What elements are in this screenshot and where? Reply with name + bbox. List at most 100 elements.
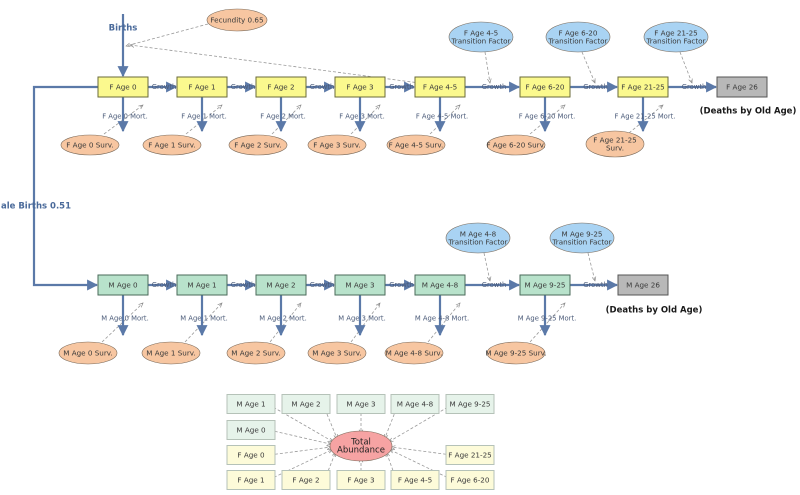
ghost-female-bottom-2-label-line: F Age 3: [347, 476, 374, 485]
female-tf-2-label-line: Transition Factor: [645, 37, 705, 46]
ghost-male-top-2-label: M Age 3: [346, 400, 375, 409]
female-tf-0-label-line: Transition Factor: [450, 37, 510, 46]
male-final-stock-box: [617, 274, 669, 296]
female-surv-1-shape: [142, 134, 202, 156]
male-tf-1-label-line: Transition Factor: [551, 238, 611, 247]
male-growth-label-4: Growth: [482, 281, 507, 289]
female-surv-2: F Age 2 Surv.: [228, 134, 288, 156]
male-tf-1-shape: [549, 222, 615, 254]
female-surv-0-shape: [60, 134, 120, 156]
male-stock-0-box: [97, 274, 149, 296]
female-tf-link-0: [484, 51, 490, 83]
female-growth-label-2: Growth: [310, 83, 335, 91]
male-growth-label-0: Growth: [152, 281, 177, 289]
male-mort-label-5-line: M Age 9-25 Mort.: [518, 315, 577, 323]
male-growth-label-2-line: Growth: [310, 281, 335, 289]
male-surv-0-shape: [58, 341, 118, 365]
ghost-male-top-1: M Age 2: [281, 394, 331, 414]
female-growth-label-3: Growth: [389, 83, 414, 91]
ghost-female-left-label: F Age 0: [237, 451, 265, 460]
female-surv-2-label-line: F Age 2 Surv.: [234, 141, 282, 150]
female-fertile-link: [130, 45, 451, 88]
male-births-label-line: ale Births 0.51: [1, 202, 71, 212]
male-surv-0: M Age 0 Surv.: [58, 341, 118, 365]
male-surv-2-shape: [226, 341, 286, 365]
male-mort-label-3-line: M Age 3 Mort.: [338, 315, 385, 323]
female-growth-label-6: Growth: [682, 83, 707, 91]
ghost-female-left-box: [226, 445, 276, 465]
female-stock-1-box: [176, 76, 228, 98]
male-surv-link-1: [184, 303, 222, 343]
fecundity-link: [126, 23, 209, 46]
ghost-female-bottom-0: F Age 1: [226, 470, 276, 490]
male-surv-4-shape: [384, 341, 444, 365]
male-growth-label-3: Growth: [389, 281, 414, 289]
male-surv-5-label: M Age 9-25 Surv.: [485, 349, 546, 358]
female-surv-0-label: F Age 0 Surv.: [66, 141, 114, 150]
ghost-male-top-3-label: M Age 4-8: [397, 400, 434, 409]
female-surv-link-5: [529, 105, 565, 135]
ghost-male-top-3-label-line: M Age 4-8: [397, 400, 434, 409]
male-growth-label-0-line: Growth: [152, 281, 177, 289]
births-label: Births: [109, 24, 138, 34]
female-mort-label-5: F Age 6-20 Mort.: [519, 113, 576, 121]
female-stock-1-label: F Age 1: [188, 83, 215, 92]
female-stock-0-box: [97, 76, 149, 98]
ghost-female-right-link: [391, 447, 447, 455]
female-tf-2-label-line: F Age 21-25: [654, 29, 698, 38]
ghost-female-left-label-line: F Age 0: [237, 451, 265, 460]
female-tf-1-shape: [545, 21, 611, 53]
ghost-male-top-1-link: [324, 409, 337, 438]
ghost-female-bottom-1-label-line: F Age 2: [292, 476, 319, 485]
female-surv-5-label-line: F Age 6-20 Surv.: [486, 141, 545, 150]
male-stock-1-label-line: M Age 1: [187, 281, 216, 290]
ghost-female-bottom-2-box: [336, 470, 386, 490]
male-stock-2-label: M Age 2: [266, 281, 295, 290]
male-tf-0-label-line: Transition Factor: [447, 238, 507, 247]
male-mort-label-4-line: M Age 4-8 Mort.: [415, 315, 469, 323]
female-stock-4-label: F Age 4-5: [423, 83, 457, 92]
female-surv-3: F Age 3 Surv.: [307, 134, 367, 156]
male-surv-0-label: M Age 0 Surv.: [63, 349, 113, 358]
male-stock-1-box: [176, 274, 228, 296]
male-surv-link-0: [101, 303, 143, 343]
female-deaths-old-age: (Deaths by Old Age): [700, 107, 797, 117]
male-surv-5-label-line: M Age 9-25 Surv.: [485, 349, 546, 358]
female-stock-2-label: F Age 2: [267, 83, 294, 92]
ghost-female-bottom-1-label: F Age 2: [292, 476, 319, 485]
male-tf-0-shape: [445, 222, 511, 254]
male-stock-4-label-line: M Age 4-8: [422, 281, 459, 290]
ghost-female-bottom-4-box: [445, 470, 495, 490]
male-surv-4-label-line: M Age 4-8 Surv.: [386, 349, 443, 358]
ghost-female-bottom-1-box: [281, 470, 331, 490]
male-tf-link-0: [483, 252, 490, 281]
fecundity-aux-shape: [206, 8, 268, 32]
female-surv-6-shape: [585, 130, 645, 158]
link-layer: [101, 23, 692, 478]
ghost-female-bottom-2-label: F Age 3: [347, 476, 374, 485]
ghost-female-bottom-3-box: [390, 470, 440, 490]
ghost-female-bottom-0-label-line: F Age 1: [237, 476, 264, 485]
male-stock-5: M Age 9-25: [519, 274, 571, 296]
total-abundance-label-line: Total: [350, 438, 371, 448]
female-mort-label-5-line: F Age 6-20 Mort.: [519, 113, 576, 121]
ghost-female-right-label-line: F Age 21-25: [448, 451, 492, 460]
female-surv-3-label-line: F Age 3 Surv.: [313, 141, 361, 150]
female-stock-0-label-line: F Age 0: [109, 83, 137, 92]
female-surv-0-label-line: F Age 0 Surv.: [66, 141, 114, 150]
female-stock-3-label: F Age 3: [346, 83, 373, 92]
female-tf-link-1: [581, 51, 595, 83]
female-stock-3-label-line: F Age 3: [346, 83, 373, 92]
female-growth-label-4: Growth: [482, 83, 507, 91]
female-stock-5: F Age 6-20: [519, 76, 571, 98]
male-growth-label-1-line: Growth: [231, 281, 256, 289]
female-growth-label-4-line: Growth: [482, 83, 507, 91]
